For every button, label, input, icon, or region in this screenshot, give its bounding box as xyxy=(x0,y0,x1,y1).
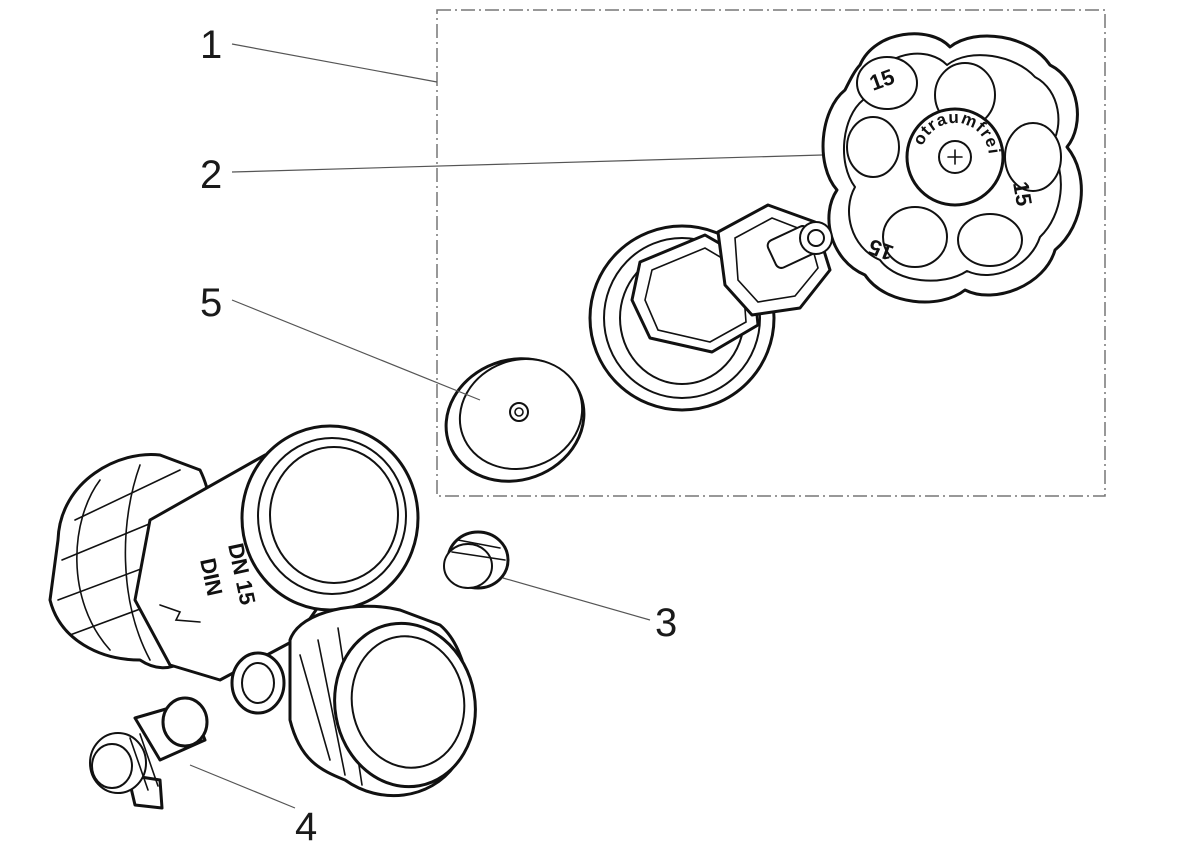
flow-arrow-mark xyxy=(159,604,201,623)
leader-line-3 xyxy=(502,577,651,621)
plug-part xyxy=(443,530,510,590)
bonnet-cartridge-part xyxy=(588,203,833,412)
valve-disc-part xyxy=(444,357,586,483)
handwheel-number-2: 15 xyxy=(1008,180,1037,208)
leader-line-4 xyxy=(189,764,296,809)
valve-body-part: DN 15 DIN xyxy=(48,424,477,798)
drain-fitting-part xyxy=(89,696,209,810)
assembly-group-frame xyxy=(436,9,1106,497)
callout-2: 2 xyxy=(200,153,222,197)
handwheel-part: otraumfrei 15 15 15 xyxy=(821,32,1083,304)
callout-3: 3 xyxy=(655,601,677,645)
leader-line-2 xyxy=(231,154,823,173)
callout-1: 1 xyxy=(200,23,222,67)
callout-5: 5 xyxy=(200,281,222,325)
callout-4: 4 xyxy=(295,805,317,849)
leader-line-5 xyxy=(231,299,481,401)
leader-line-1 xyxy=(231,43,438,83)
